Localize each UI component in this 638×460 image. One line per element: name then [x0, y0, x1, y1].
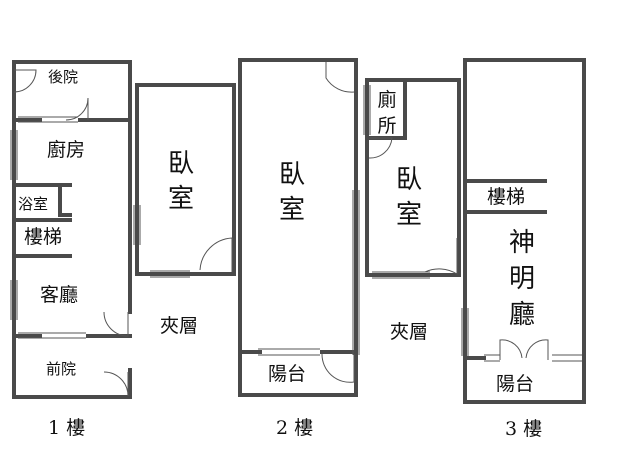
m2-window	[363, 85, 371, 135]
f1-window	[18, 116, 78, 123]
floor-1-plan	[10, 60, 132, 399]
room-label-mezzanine: 夾層	[390, 321, 429, 343]
room-label-bedroom: 臥室	[395, 165, 422, 231]
f1-wall-outer	[12, 60, 132, 399]
m1-window	[133, 205, 141, 245]
f2-door-balcony	[321, 353, 355, 383]
f1-window	[10, 280, 18, 320]
m2-door-wc	[368, 137, 393, 159]
room-label-balcony: 陽台	[496, 373, 535, 395]
room-label-mezzanine: 夾層	[160, 315, 199, 337]
f3-wall	[463, 58, 586, 404]
room-label-living-room: 客廳	[40, 284, 79, 306]
f1-wall-seg	[58, 183, 72, 217]
floor-3-plan	[461, 58, 586, 404]
f1-door-kitchen	[65, 97, 89, 121]
room-label-kitchen: 廚房	[47, 139, 86, 161]
f2-window	[352, 190, 360, 355]
f1-door-living	[103, 311, 129, 337]
f2-door-top	[325, 62, 355, 93]
room-label-balcony: 陽台	[268, 363, 307, 385]
mezz-2-plan	[363, 78, 461, 279]
room-label-stairs: 樓梯	[487, 186, 526, 208]
f1-wall-top	[12, 60, 132, 120]
room-label-shrine-hall: 神明廳	[508, 228, 535, 330]
f3-door-right	[525, 339, 549, 360]
floor-caption-2: 2 樓	[276, 417, 314, 439]
f1-window	[18, 332, 86, 339]
floor-caption-3: 3 樓	[505, 418, 543, 440]
m1-door	[199, 237, 233, 272]
f2-wall	[238, 58, 358, 397]
f1-window	[10, 130, 18, 180]
f3-window	[461, 308, 469, 356]
room-label-stairs: 樓梯	[24, 226, 63, 248]
floor-2-plan	[238, 58, 360, 397]
m2-door	[424, 238, 458, 275]
mezz-1-plan	[133, 83, 236, 278]
f3-door-left	[499, 339, 523, 360]
f1-door-back	[13, 69, 37, 93]
m2-window	[372, 271, 430, 279]
m2-wall	[365, 78, 461, 277]
m1-window	[150, 270, 190, 278]
room-label-bathroom: 浴室	[18, 195, 49, 213]
f2-window	[258, 348, 320, 356]
floor-caption-1: 1 樓	[48, 417, 86, 439]
room-label-front-yard: 前院	[46, 360, 77, 378]
room-label-bedroom: 臥室	[278, 160, 305, 226]
f3-window	[484, 354, 500, 362]
m1-wall	[135, 83, 236, 276]
f1-door-front	[103, 371, 129, 397]
room-label-bedroom: 臥室	[167, 149, 194, 215]
f3-window	[552, 354, 582, 362]
room-label-toilet: 廁所	[377, 89, 397, 137]
room-label-back-yard: 後院	[48, 68, 79, 86]
